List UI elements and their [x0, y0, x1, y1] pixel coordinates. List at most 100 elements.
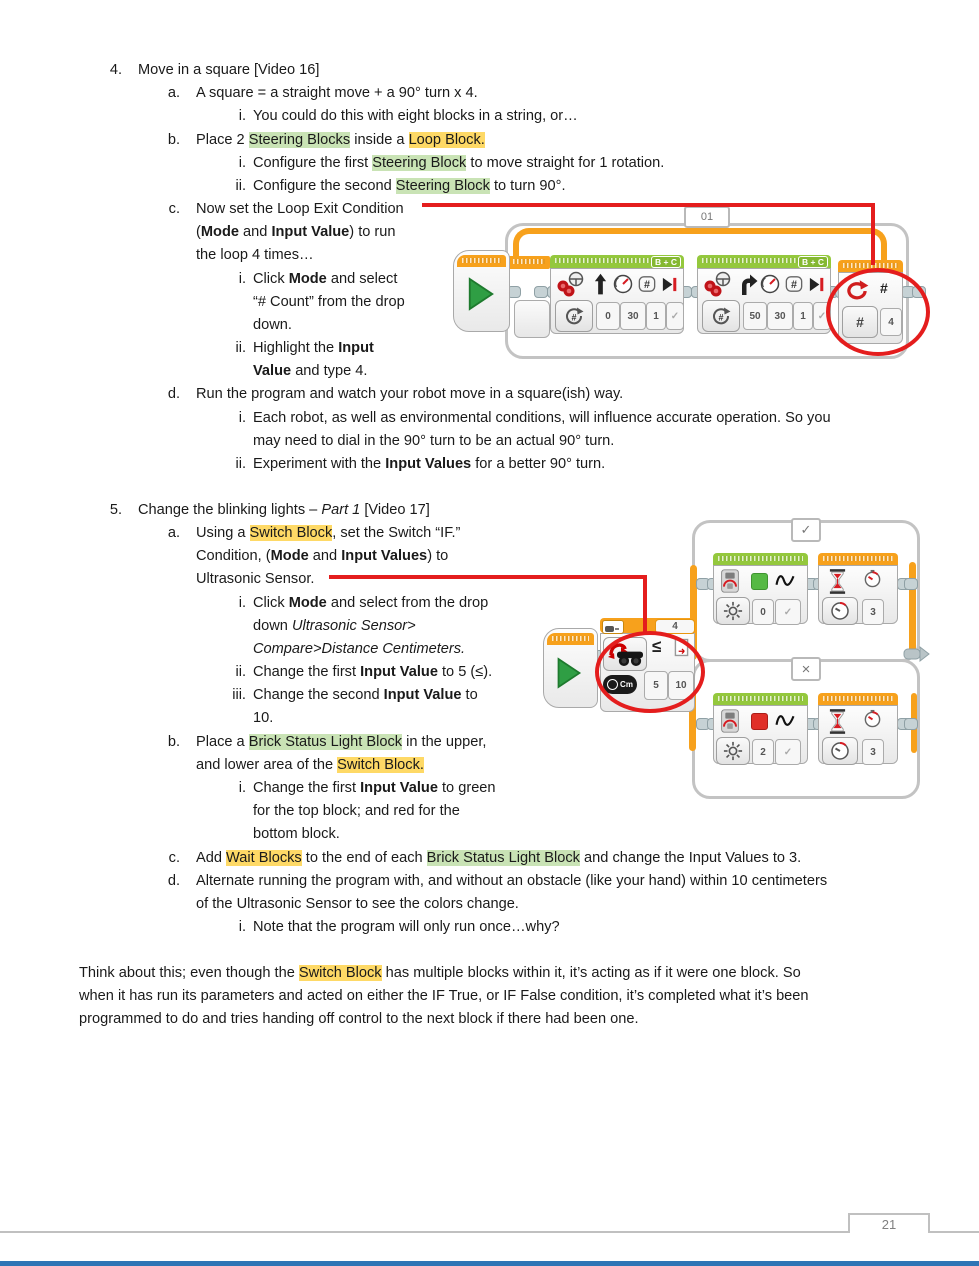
text-segment: ( — [196, 224, 201, 240]
list-label: 4. — [109, 62, 122, 78]
hourglass-icon — [829, 569, 846, 594]
check-icon: ✓ — [670, 310, 680, 322]
sequence-bar — [690, 565, 697, 653]
time-mode-button — [822, 737, 858, 765]
false-case-tab: × — [791, 657, 821, 681]
value-text: 1 — [653, 310, 659, 322]
doc-line: Click Mode and select — [253, 269, 397, 289]
text-segment: Wait Blocks — [226, 850, 302, 866]
text-segment: Ultrasonic Sensor. — [196, 571, 315, 587]
doc-line: Condition, (Mode and Input Values) to — [196, 546, 448, 566]
start-block-header — [457, 255, 506, 267]
doc-line: and lower area of the Switch Block. — [196, 755, 424, 775]
text-segment: Click — [253, 271, 289, 287]
doc-line: when it has run its parameters and acted… — [79, 986, 809, 1006]
unit-rotations-button: # — [702, 300, 740, 332]
text-segment: and lower area of the — [196, 757, 338, 773]
loop-top-band — [513, 228, 887, 268]
value-text: 3 — [870, 606, 876, 618]
value-text: 50 — [749, 310, 761, 322]
wait-block-body — [818, 705, 898, 764]
text-segment: to the end of each — [301, 850, 427, 866]
annotation-line-horizontal — [329, 575, 647, 579]
text-segment: [Video 17] — [360, 502, 430, 518]
annotation-line-vertical — [871, 203, 875, 265]
text-segment: in the upper, — [402, 734, 487, 750]
list-label: ii. — [235, 340, 246, 356]
text-segment: Input Value — [383, 687, 462, 703]
wait-block-header — [818, 693, 898, 705]
clock-icon — [864, 569, 881, 588]
text-segment: Brick Status Light Block — [426, 850, 580, 866]
text-segment: Think about this; even though the — [79, 965, 299, 981]
flip-icon — [605, 625, 619, 632]
value-text: 4 — [672, 621, 678, 632]
check-cell: ✓ — [666, 302, 684, 330]
brightness-button — [716, 597, 750, 625]
wait-block-true: 3 — [818, 553, 898, 625]
list-label: i. — [238, 595, 246, 611]
value-text: 0 — [760, 606, 766, 618]
text-segment: Steering Block — [395, 178, 490, 194]
play-icon — [468, 277, 494, 311]
text-segment: for a better 90° turn. — [471, 456, 606, 472]
annotation-line-vertical — [643, 575, 647, 635]
brick-status-light-block-false: 2 ✓ — [713, 693, 808, 765]
brick-status-header — [713, 553, 808, 565]
doc-line: Change the first Input Value to green — [253, 778, 496, 798]
value-cell: 0 — [596, 302, 620, 330]
doc-line: Note that the program will only run once… — [253, 917, 560, 937]
wait-block-body — [818, 565, 898, 624]
motor-steering-icon — [704, 271, 731, 297]
list-label: c. — [168, 201, 180, 217]
rotation-unit-icon: # — [566, 307, 584, 325]
value-cell: 3 — [862, 739, 884, 765]
steering-block-header: B + C — [697, 255, 831, 268]
check-icon: ✓ — [783, 606, 793, 618]
text-segment: Note that the program will only run once… — [253, 919, 560, 935]
stop-at-end-icon — [809, 277, 824, 292]
text-segment: Steering Blocks — [248, 132, 351, 148]
doc-line: Run the program and watch your robot mov… — [196, 384, 623, 404]
text-segment: Change the second — [253, 687, 384, 703]
text-segment: Configure the first — [253, 155, 373, 171]
speedometer-icon — [613, 274, 633, 294]
list-label: 5. — [109, 502, 122, 518]
text-segment: Experiment with the — [253, 456, 386, 472]
wire-connector — [534, 286, 548, 298]
annotation-circle-loop-exit — [826, 268, 930, 356]
text-segment: may need to dial in the 90° turn to be a… — [253, 433, 615, 449]
text-segment: bottom block. — [253, 826, 340, 842]
brick-status-header — [713, 693, 808, 705]
text-segment: and — [308, 548, 342, 564]
text-segment: Mode — [288, 595, 327, 611]
doc-line: down Ultrasonic Sensor> — [253, 616, 416, 636]
list-label: i. — [238, 108, 246, 124]
text-segment: Move in a square [Video 16] — [138, 62, 320, 78]
turn-right-arrow-icon — [742, 274, 758, 295]
text-segment: and change the Input Values to 3. — [579, 850, 802, 866]
loop-program-figure: 01 B + C # # 0 30 1 ✓ — [450, 200, 942, 365]
color-red-square — [751, 713, 768, 730]
sequence-bar — [909, 562, 916, 654]
text-segment: to 5 (≤). — [437, 664, 493, 680]
annotation-line-horizontal — [422, 203, 875, 207]
hourglass-icon — [829, 709, 846, 734]
doc-line: Compare>Distance Centimeters. — [253, 639, 465, 659]
doc-line: (Mode and Input Value) to run — [196, 222, 396, 242]
list-label: b. — [167, 132, 180, 148]
doc-line: bottom block. — [253, 824, 340, 844]
text-segment: Run the program and watch your robot mov… — [196, 386, 624, 402]
list-label: i. — [238, 155, 246, 171]
loop-index-tab: 01 — [684, 206, 730, 228]
text-segment: You could do this with eight blocks in a… — [253, 108, 578, 124]
clock-icon — [831, 742, 849, 760]
text-segment: Now set the Loop Exit Condition — [196, 201, 404, 217]
doc-line: programmed to do and tries handing off c… — [79, 1009, 639, 1029]
brightness-button — [716, 737, 750, 765]
text-segment: to — [461, 687, 478, 703]
start-block — [453, 250, 510, 332]
footer-rule — [0, 1231, 979, 1233]
value-text: 30 — [627, 310, 639, 322]
resize-handle-icon — [903, 645, 930, 663]
